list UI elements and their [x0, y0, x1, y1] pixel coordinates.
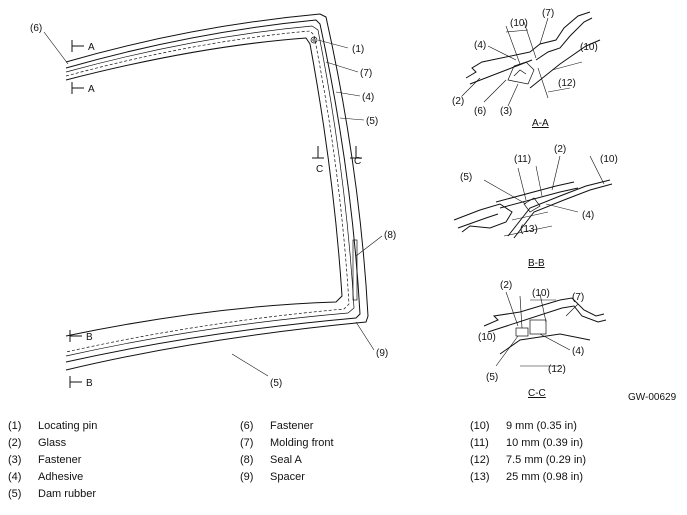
legend-item: (4) Adhesive — [8, 469, 97, 486]
windshield-main-view: A A B B C C (6) (1) (7) (4) (5) (8) (9) … — [30, 13, 396, 389]
legend-number: (6) — [240, 420, 254, 432]
callout-10-bb: (10) — [600, 154, 618, 165]
legend-column-2: (6) Fastener (7) Molding front (8) Seal A (… — [240, 418, 334, 486]
legend-number: (9) — [240, 471, 254, 483]
callout-12-aa: (12) — [558, 78, 576, 89]
legend-column-1: (1) Locating pin (2) Glass (3) Fastener (4)… — [8, 418, 97, 503]
legend-number: (5) — [8, 488, 22, 500]
callout-4-cc: (4) — [572, 346, 584, 357]
legend-number: (1) — [8, 420, 22, 432]
callout-7-aa: (7) — [542, 8, 554, 19]
callout-2-cc: (2) — [500, 280, 512, 291]
legend-label: Fastener — [270, 420, 314, 432]
legend-item: (6) Fastener — [240, 418, 334, 435]
legend-label: 25 mm (0.98 in) — [506, 471, 584, 483]
legend-number: (2) — [8, 437, 22, 449]
callout-9-main: (9) — [376, 348, 388, 359]
section-title-bb: B-B — [528, 258, 545, 269]
legend-number: (3) — [8, 454, 22, 466]
callout-5-cc: (5) — [486, 372, 498, 383]
legend-item: (9) Spacer — [240, 469, 334, 486]
callout-13-bb: (13) — [520, 224, 538, 235]
legend-label: Spacer — [270, 471, 305, 483]
legend-item: (2) Glass — [8, 435, 97, 452]
legend-item: (5) Dam rubber — [8, 486, 97, 503]
legend-item: (7) Molding front — [240, 435, 334, 452]
callout-7-main: (7) — [360, 68, 372, 79]
legend-item: (11) 10 mm (0.39 in) — [470, 435, 586, 452]
section-b-b-view: (11) (2) (10) (5) (4) (13) B-B — [453, 144, 618, 269]
callout-10-cc-left: (10) — [478, 332, 496, 343]
legend-item: (13) 25 mm (0.98 in) — [470, 469, 586, 486]
section-a-a-view: (10) (7) (4) (10) (12) (2) (6) (3) A-A — [452, 8, 601, 129]
legend-item: (8) Seal A — [240, 452, 334, 469]
callout-3-aa: (3) — [500, 106, 512, 117]
callout-5-bb: (5) — [460, 172, 472, 183]
legend-number: (8) — [240, 454, 254, 466]
callout-7-cc: (7) — [572, 292, 584, 303]
legend-label: Seal A — [270, 454, 302, 466]
section-mark-c-right: C — [354, 156, 361, 167]
callout-4-bb: (4) — [582, 210, 594, 221]
legend-item: (1) Locating pin — [8, 418, 97, 435]
callout-6-main: (6) — [30, 23, 42, 34]
callout-10-aa-right: (10) — [580, 42, 598, 53]
legend-label: Dam rubber — [38, 488, 97, 500]
legend-number: (10) — [470, 420, 490, 432]
callout-11-bb: (11) — [514, 154, 531, 165]
legend-column-3: (10) 9 mm (0.35 in) (11) 10 mm (0.39 in) (… — [470, 418, 586, 486]
callout-2-bb: (2) — [554, 144, 566, 155]
section-mark-a-top: A — [88, 42, 95, 53]
legend-label: Molding front — [270, 437, 334, 449]
callout-12-cc: (12) — [548, 364, 566, 375]
legend-label: Locating pin — [38, 420, 98, 432]
callout-4-aa: (4) — [474, 40, 486, 51]
legend-label: 9 mm (0.35 in) — [506, 420, 577, 432]
windshield-diagram: A A B B C C (6) (1) (7) (4) (5) (8) (9) … — [30, 8, 618, 399]
callout-4-main: (4) — [362, 92, 374, 103]
legend-label: 10 mm (0.39 in) — [506, 437, 584, 449]
legend-label: Fastener — [38, 454, 82, 466]
section-c-c-view: (2) (10) (7) (10) (4) (5) (12) C-C — [478, 280, 607, 399]
callout-1-main: (1) — [352, 44, 364, 55]
callout-6-aa: (6) — [474, 106, 486, 117]
legend-number: (11) — [470, 437, 489, 449]
callout-8-main: (8) — [384, 230, 396, 241]
legend-item: (12) 7.5 mm (0.29 in) — [470, 452, 586, 469]
legend-label: Glass — [38, 437, 67, 449]
section-mark-a-bottom: A — [88, 84, 95, 95]
section-title-cc: C-C — [528, 388, 546, 399]
section-mark-b-bottom: B — [86, 378, 93, 389]
legend-item: (10) 9 mm (0.35 in) — [470, 418, 586, 435]
callout-5-main-right: (5) — [366, 116, 378, 127]
callout-10-aa-top: (10) — [510, 18, 528, 29]
legend-label: 7.5 mm (0.29 in) — [506, 454, 587, 466]
callout-10-cc-top: (10) — [532, 288, 550, 299]
section-mark-b-top: B — [86, 332, 93, 343]
callout-5-main-bottom: (5) — [270, 378, 282, 389]
callout-2-aa: (2) — [452, 96, 464, 107]
legend-item: (3) Fastener — [8, 452, 97, 469]
legend-number: (7) — [240, 437, 254, 449]
section-mark-c-left: C — [316, 164, 323, 175]
legend-number: (12) — [470, 454, 490, 466]
legend-number: (4) — [8, 471, 22, 483]
legend-label: Adhesive — [38, 471, 84, 483]
figure-code: GW-00629 — [628, 392, 677, 403]
section-title-aa: A-A — [532, 118, 549, 129]
legend-number: (13) — [470, 471, 490, 483]
